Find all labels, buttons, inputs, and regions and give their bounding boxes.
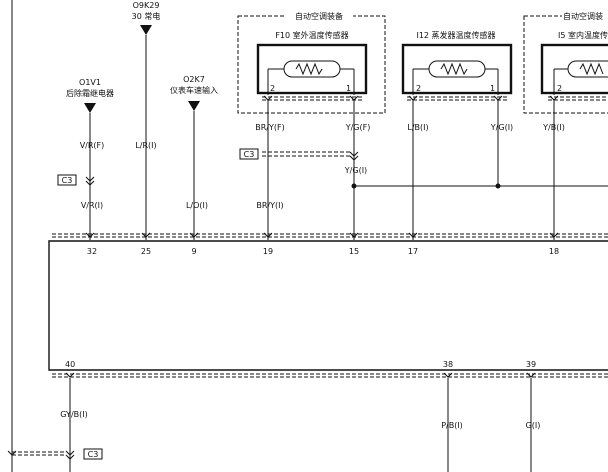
pin-label: 32: [87, 247, 97, 256]
connector-tag-label: C3: [88, 450, 99, 459]
wire-label: Y/G(F): [345, 123, 371, 132]
resistor-zigzag-icon: [295, 62, 323, 76]
sensor-title: F10 室外温度传感器: [275, 30, 348, 40]
thermistor-icon: [283, 60, 341, 78]
wire-label: P/B(I): [441, 421, 463, 430]
input-o2k7: O2K7 仪表车速输入 L/O(I): [170, 75, 218, 240]
pin-label: 38: [443, 360, 453, 369]
wire-label: BR/Y(I): [256, 201, 283, 210]
wire-label: Y/G(I): [490, 123, 513, 132]
sensor-body: [401, 43, 513, 95]
connector-chevron-icon: [65, 372, 536, 378]
wire-label: L/B(I): [407, 123, 428, 132]
sensor-i12: I12 蒸发器温度传感器 2 1 L/B(I) Y/G(I): [401, 30, 513, 240]
resistor-zigzag-icon: [440, 62, 468, 76]
sensor-title: I12 蒸发器温度传感器: [416, 30, 495, 40]
wire-label: V/R(I): [81, 201, 103, 210]
pin-label: 39: [526, 360, 536, 369]
connector-chevron-icon: [349, 151, 359, 161]
pin-label: 2: [270, 84, 275, 93]
pin-label: 9: [191, 247, 196, 256]
group-label: 自动空调装: [563, 11, 603, 21]
pin-label: 1: [490, 84, 495, 93]
pin-label: 15: [349, 247, 359, 256]
wire-label: L/R(I): [135, 141, 156, 150]
terminal-arrow-icon: [84, 103, 96, 113]
pin-label: 17: [408, 247, 418, 256]
wire-label: V/R(F): [80, 141, 105, 150]
pin-label: 2: [557, 84, 562, 93]
connector-tag-label: C3: [244, 150, 255, 159]
input-desc: 30 常电: [132, 11, 161, 21]
connector-tag: [239, 148, 259, 160]
pin-label: 2: [416, 84, 421, 93]
input-o9k29: O9K29 30 常电 L/R(I): [132, 1, 161, 240]
thermistor-icon: [428, 60, 486, 78]
connector-chevron-icon: [7, 450, 75, 460]
connector-tag: [83, 448, 103, 460]
group-label: 自动空调装备: [295, 11, 343, 21]
pin-label: 19: [263, 247, 273, 256]
thermistor-icon: [567, 60, 608, 78]
input-code: O9K29: [133, 1, 160, 10]
pin-label: 25: [141, 247, 151, 256]
wire-label: Y/B(I): [542, 123, 565, 132]
terminal-arrow-icon: [140, 25, 152, 35]
input-o1v1: O1V1 后除霜继电器 V/R(F) V/R(I): [66, 78, 114, 240]
wire-label: Y/G(I): [344, 166, 367, 175]
wire-label: L/O(I): [186, 201, 208, 210]
connector-tag: [57, 174, 77, 186]
splice-dot: [351, 183, 357, 189]
terminal-arrow-icon: [188, 101, 200, 111]
pin-label: 18: [549, 247, 559, 256]
ecu-bottom-connector: 40 38 39 GY/B(I) P/B(I) G(I): [52, 360, 608, 472]
sensor-title: I5 室内温度传感器: [558, 30, 608, 40]
wire-label: BR/Y(F): [255, 123, 284, 132]
input-code: O2K7: [183, 75, 205, 84]
sensor-i5: I5 室内温度传感器 2 Y/B(I): [540, 30, 608, 240]
sensor-body: [540, 43, 608, 95]
wire-label: G(I): [526, 421, 541, 430]
resistor-zigzag-icon: [579, 62, 604, 76]
sensor-f10: F10 室外温度传感器 2 1 BR/Y(F) Y/G(F) BR/Y(I) Y…: [255, 30, 370, 240]
connector-chevron-icon: [85, 176, 95, 186]
connector-tag-label: C3: [62, 176, 73, 185]
wire-label: GY/B(I): [60, 410, 87, 419]
group-auto-ac-2: 自动空调装: [523, 11, 608, 114]
sensor-body: [256, 43, 368, 95]
input-desc: 后除霜继电器: [66, 88, 114, 98]
ecu-top-connector: 32 25 9 19 15 17 18: [52, 232, 608, 256]
group-auto-ac-1: 自动空调装备: [237, 11, 386, 114]
input-code: O1V1: [79, 78, 101, 87]
pin-label: 1: [346, 84, 351, 93]
pin-label: 40: [65, 360, 75, 369]
input-desc: 仪表车速输入: [170, 85, 218, 95]
ecu-body: [48, 240, 608, 371]
connector-chevron-icon: [85, 232, 559, 238]
